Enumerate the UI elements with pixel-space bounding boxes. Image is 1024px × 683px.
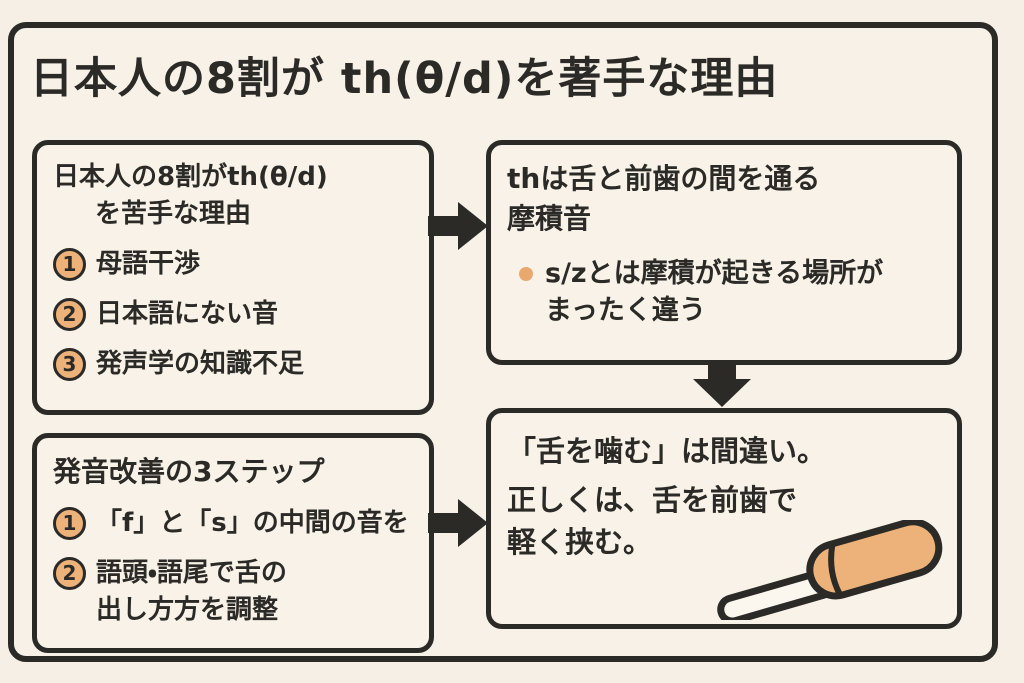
page-title: 日本人の8割が th(θ/d)を著手な理由 — [30, 54, 779, 104]
tongue-between-teeth-stick-icon — [717, 520, 943, 620]
circled-number-icon: 1 — [53, 507, 86, 540]
list-item-label: 母語干渉 — [96, 249, 201, 279]
list-item: 1 母語干渉 — [53, 246, 413, 283]
circled-number-icon: 3 — [53, 348, 86, 381]
list-item: 3 発声学の知識不足 — [53, 346, 413, 383]
bullet-text-line2: まったく違う — [545, 295, 706, 326]
bullet-text-line1: s/zとは摩積が起きる場所が — [545, 258, 884, 289]
list-item-label: 「f」と「s」の中間の音を — [96, 508, 409, 538]
list-item: 1 「f」と「s」の中間の音を — [53, 505, 413, 542]
correct-method-line2: 正しくは、舌を前歯で — [507, 483, 798, 517]
box-fricative: thは舌と前歯の間を通る 摩積音 s/zとは摩積が起きる場所が まったく違う — [486, 140, 962, 365]
list-item-label: 語頭・語尾で舌の 出し方方を調整 — [96, 555, 287, 629]
box-fricative-heading-line1: thは舌と前歯の間を通る — [507, 162, 821, 195]
box-correct-method: 「舌を噛む」は間違い。 正しくは、舌を前歯で 軽く挟む。 — [486, 408, 962, 629]
circled-number-icon: 2 — [53, 298, 86, 331]
correct-method-line1: 「舌を噛む」は間違い。 — [507, 434, 827, 468]
list-item-label: 日本語にない音 — [96, 299, 279, 329]
list-item: 2 語頭・語尾で舌の 出し方方を調整 — [53, 555, 413, 629]
arrow-right-icon — [428, 499, 488, 547]
list-item-line1: 語頭・語尾で舌の — [96, 558, 287, 588]
bullet-text: s/zとは摩積が起きる場所が まったく違う — [545, 255, 883, 329]
box-steps-heading: 発音改善の3ステップ — [53, 455, 325, 488]
list-item-line2: 出し方方を調整 — [96, 595, 279, 625]
arrow-down-icon — [693, 363, 751, 407]
bullet-dot-icon — [519, 267, 533, 281]
list-item-label: 発声学の知識不足 — [96, 349, 305, 379]
box-reasons-heading-line2: を苦手な理由 — [95, 199, 252, 229]
box-reasons-heading-line1: 日本人の8割がth(θ/d) — [53, 162, 328, 192]
box-steps: 発音改善の3ステップ 1 「f」と「s」の中間の音を 2 語頭・語尾で舌の 出し… — [32, 433, 434, 653]
circled-number-icon: 1 — [53, 248, 86, 281]
correct-method-line3: 軽く挟む。 — [507, 525, 653, 559]
box-reasons: 日本人の8割がth(θ/d) を苦手な理由 1 母語干渉 2 日本語にない音 3… — [32, 140, 434, 415]
list-item: 2 日本語にない音 — [53, 296, 413, 333]
bullet-item: s/zとは摩積が起きる場所が まったく違う — [507, 255, 941, 329]
box-fricative-heading-line2: 摩積音 — [507, 202, 592, 235]
circled-number-icon: 2 — [53, 557, 86, 590]
arrow-right-icon — [428, 202, 488, 250]
